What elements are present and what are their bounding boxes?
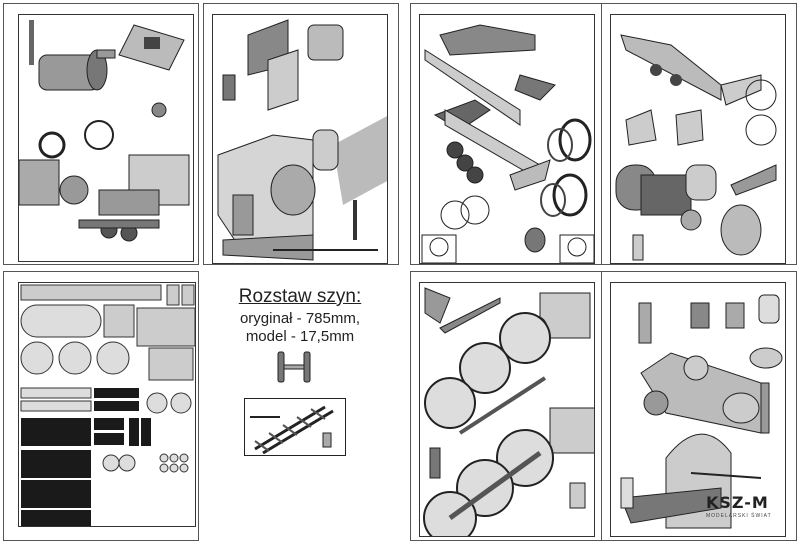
wheels-drivetrain-illustration	[423, 287, 594, 536]
brand-logo: KSZ-M	[706, 493, 769, 512]
sheet-7-drawing-area	[610, 282, 786, 537]
gauge-model: model - 17,5mm	[245, 328, 355, 345]
sheet-1-drawing-area	[18, 14, 194, 262]
tender-boiler-illustration	[615, 34, 777, 261]
sheet-6-drawing-area	[419, 282, 595, 537]
sheet-page-3	[410, 3, 606, 265]
assembly-overview-illustration	[620, 294, 783, 529]
boiler-cab-illustration	[19, 20, 190, 242]
sheet-page-2	[203, 3, 399, 265]
sheet-page-5	[3, 271, 199, 541]
brand-subtitle: MODELARSKI ŚWIAT	[706, 513, 772, 519]
sheet-page-1	[3, 3, 199, 265]
track-gauge-diagram	[244, 398, 346, 456]
sheet-page-6	[410, 271, 606, 541]
sheet-2-drawing-area	[212, 14, 388, 264]
sheet-3-drawing-area	[419, 14, 595, 264]
gauge-title: Rozstaw szyn:	[238, 286, 362, 307]
sheet-page-4	[601, 3, 797, 265]
sheet-4-drawing-area	[610, 14, 786, 264]
cut-out-parts-illustration	[20, 284, 195, 526]
sheet-page-7: KSZ-M MODELARSKI ŚWIAT	[601, 271, 797, 541]
cab-interior-illustration	[217, 19, 387, 261]
gauge-original: oryginał - 785mm,	[239, 310, 361, 327]
wheelset-axle-icon	[277, 351, 311, 383]
frame-chassis-illustration	[421, 24, 594, 263]
sheet-5-drawing-area	[18, 282, 196, 527]
